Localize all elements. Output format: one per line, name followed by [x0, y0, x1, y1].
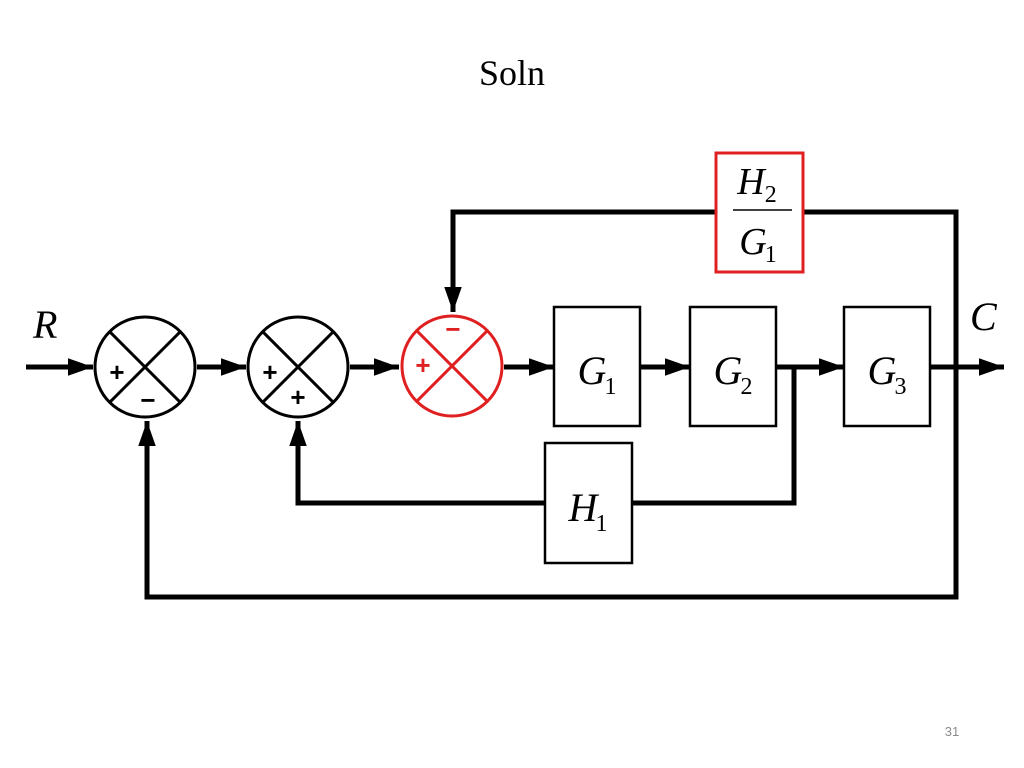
h1-feedback-pickoff-line: [632, 367, 797, 506]
g1-symbol: G: [578, 348, 607, 393]
slide-title: Soln: [478, 53, 546, 93]
h2-subscript: 2: [765, 182, 777, 208]
sum1-minus-sign: −: [140, 385, 155, 415]
summing-junction-2: + +: [246, 315, 350, 419]
page-number: 31: [944, 724, 960, 739]
input-label: R: [32, 302, 57, 347]
h2-feedback-return-arrow: [444, 209, 716, 312]
block-g2: G2: [688, 305, 778, 428]
g3-symbol: G: [868, 348, 897, 393]
fraction-g1-symbol: G: [739, 221, 766, 263]
unity-feedback-arrow: [138, 367, 959, 600]
block-g3: G3: [842, 305, 932, 428]
g2-symbol: G: [714, 348, 743, 393]
svg-text:H1: H1: [568, 485, 608, 537]
svg-text:G2: G2: [714, 348, 753, 400]
h2-symbol: H: [736, 161, 767, 203]
output-label: C: [970, 294, 998, 339]
svg-text:G1: G1: [739, 221, 776, 268]
sum3-minus-sign: −: [445, 314, 460, 344]
h1-feedback-return-arrow: [289, 421, 545, 506]
g2-subscript: 2: [740, 374, 752, 400]
g1-subscript: 1: [604, 374, 616, 400]
block-h1: H1: [543, 441, 634, 565]
signal-lines: [26, 209, 1004, 600]
h2-feedback-pickoff-line: [803, 209, 959, 367]
svg-text:G1: G1: [578, 348, 617, 400]
svg-text:H2: H2: [736, 161, 776, 208]
sum2-plus-sign-bottom: +: [290, 382, 305, 412]
sum2-plus-sign-left: +: [262, 357, 277, 387]
h1-symbol: H: [568, 485, 600, 530]
fraction-g1-subscript: 1: [765, 242, 777, 268]
sum1-plus-sign: +: [109, 357, 124, 387]
sum3-plus-sign: +: [415, 350, 430, 380]
block-g1: G1: [552, 305, 642, 428]
block-h2-over-g1: H2 G1: [714, 151, 805, 274]
h1-subscript: 1: [595, 511, 607, 537]
g3-subscript: 3: [894, 374, 906, 400]
summing-junction-1: + −: [93, 315, 197, 419]
svg-text:G3: G3: [868, 348, 907, 400]
summing-junction-3: + −: [400, 314, 504, 418]
